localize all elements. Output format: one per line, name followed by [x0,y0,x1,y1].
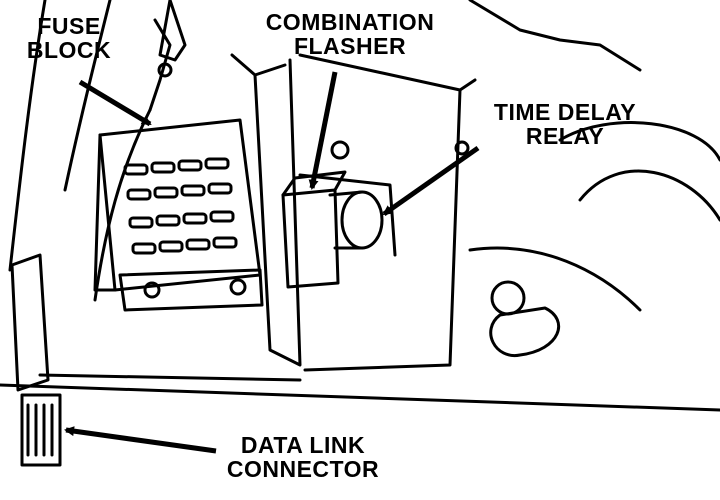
fuse-row-1 [123,157,230,176]
time-delay-relay-arrow [382,145,480,217]
time-delay-relay-label-line1: TIME DELAY [493,99,637,125]
connector-pins [26,403,54,457]
data-link-connector-label-line2: CONNECTOR [226,456,380,482]
fuse-block-body [98,118,262,292]
kick-panel-edge [8,0,47,272]
combination-flasher-body [281,188,340,289]
bracket-bolt-right-icon [454,140,470,156]
flasher-top [281,170,347,197]
data-link-connector-label: DATA LINK CONNECTOR [218,433,388,481]
fuse-block-arrow [78,79,152,127]
fuse-row-3 [128,210,235,229]
support-pillar [230,53,302,367]
fuse-block-label-line1: FUSE [37,13,101,39]
time-delay-relay-label-line2: RELAY [525,123,605,149]
mounting-plate [118,268,264,312]
data-link-connector-label-line1: DATA LINK [240,432,366,458]
adjuster-knob-wing [489,306,561,357]
bracket-bolt-top-icon [330,140,350,160]
right-panel-edge [468,0,642,72]
duct-curve-inner [578,169,720,222]
combination-flasher-label: COMBINATION FLASHER [250,10,450,58]
plate-screw-right-icon [229,278,247,296]
plate-screw-left-icon [143,281,161,299]
left-trim-edge [63,0,112,192]
fuse-block-cable [93,108,152,302]
relay-cap [340,190,384,250]
bracket-hook [158,0,187,62]
bracket-plate-lip [458,78,477,92]
duct-lower [468,246,642,312]
bracket-fastener-icon [157,62,173,78]
time-delay-relay-label: TIME DELAY RELAY [480,100,650,148]
bracket-plate [298,53,462,372]
duct-curve [558,121,720,162]
relay-socket [298,173,397,257]
combination-flasher-arrow [308,71,338,190]
connector-housing [10,253,50,392]
combination-flasher-label-line1: COMBINATION [265,9,435,35]
combination-flasher-label-line2: FLASHER [293,33,407,59]
pillar-face [253,63,287,77]
fuse-block-label: FUSE BLOCK [8,14,130,62]
time-delay-relay-body [328,190,364,250]
data-link-connector-arrow [64,426,217,454]
fuse-row-2 [126,182,233,201]
lower-dash-lip [0,383,720,412]
fuse-block-label-line2: BLOCK [26,37,112,63]
adjuster-knob-hub-icon [490,280,526,316]
fuse-row-4 [131,236,238,255]
data-link-connector-body [20,393,62,467]
lower-dash-lip-inner [38,373,302,382]
fuse-block-edge [93,133,117,292]
